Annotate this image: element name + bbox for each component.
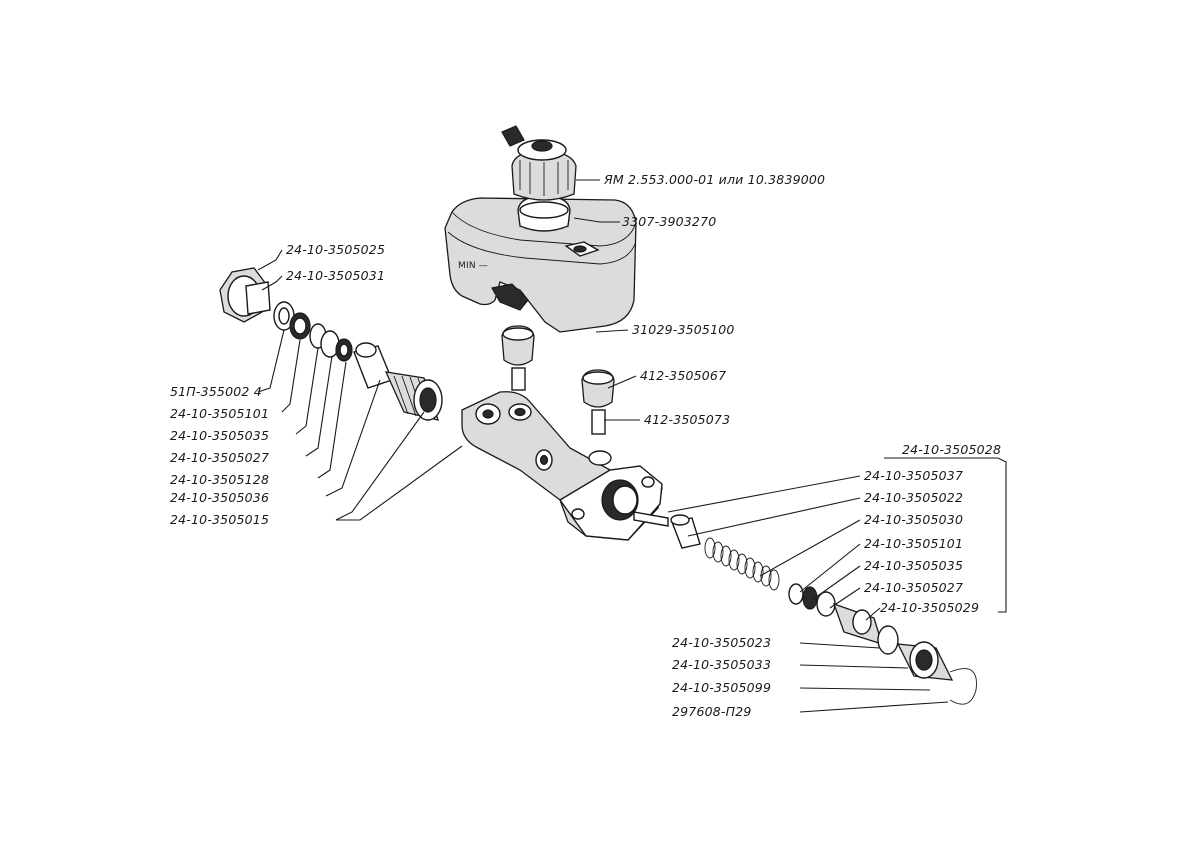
- reservoir-rim: [447, 231, 636, 265]
- label-left-cup: 24-10-3505027: [170, 450, 269, 465]
- label-right-r5: 24-10-3505035: [864, 558, 963, 573]
- reservoir-gap: [491, 283, 529, 311]
- label-left-ring1: 24-10-3505101: [170, 406, 269, 421]
- label-right-r2: 24-10-3505022: [864, 490, 963, 505]
- label-left-ring2: 24-10-3505035: [170, 428, 269, 443]
- label-right-b2: 24-10-3505033: [672, 657, 771, 672]
- reservoir-body: [444, 197, 637, 333]
- leaders: [257, 179, 1007, 713]
- label-cap: 3307-3903270: [622, 214, 716, 229]
- cylinder-body: [461, 391, 669, 541]
- reservoir-assembly: MIN —: [444, 125, 637, 333]
- min-mark: MIN —: [458, 261, 488, 271]
- label-cylinder-body: 24-10-3505015: [170, 512, 269, 527]
- reservoir-top: [451, 211, 637, 247]
- label-left-plug: 24-10-3505025: [286, 242, 385, 257]
- label-right-r7: 24-10-3505029: [880, 600, 979, 615]
- label-nipple: 412-3505073: [644, 412, 730, 427]
- left-parts: [219, 267, 443, 421]
- label-right-r6: 24-10-3505027: [864, 580, 963, 595]
- label-reservoir: 31029-3505100: [632, 322, 735, 337]
- label-left-spring: 24-10-3505128: [170, 472, 269, 487]
- sensor-cap: [531, 140, 553, 152]
- label-bushing: 412-3505067: [640, 368, 726, 383]
- reservoir-port-hole: [573, 245, 587, 253]
- label-right-b1: 24-10-3505023: [672, 635, 771, 650]
- bushing-right: [581, 369, 615, 435]
- label-right-r3: 24-10-3505030: [864, 512, 963, 527]
- label-right-r1: 24-10-3505037: [864, 468, 963, 483]
- label-left-seal: 51П-355002 4: [170, 384, 262, 399]
- label-right-group: 24-10-3505028: [902, 442, 1001, 457]
- connector-plug: [501, 125, 525, 147]
- bushing-left: [501, 325, 535, 391]
- label-left-washer: 24-10-3505031: [286, 268, 385, 283]
- label-sensor: ЯМ 2.553.000-01 или 10.3839000: [603, 172, 825, 187]
- label-left-piston: 24-10-3505036: [170, 490, 269, 505]
- part-labels: ЯМ 2.553.000-01 или 10.3839000 3307-3903…: [170, 172, 1001, 719]
- label-right-r4: 24-10-3505101: [864, 536, 963, 551]
- label-right-b4: 297608-П29: [672, 704, 752, 719]
- label-right-b3: 24-10-3505099: [672, 680, 771, 695]
- right-parts: [670, 514, 977, 705]
- cap-top: [519, 201, 569, 219]
